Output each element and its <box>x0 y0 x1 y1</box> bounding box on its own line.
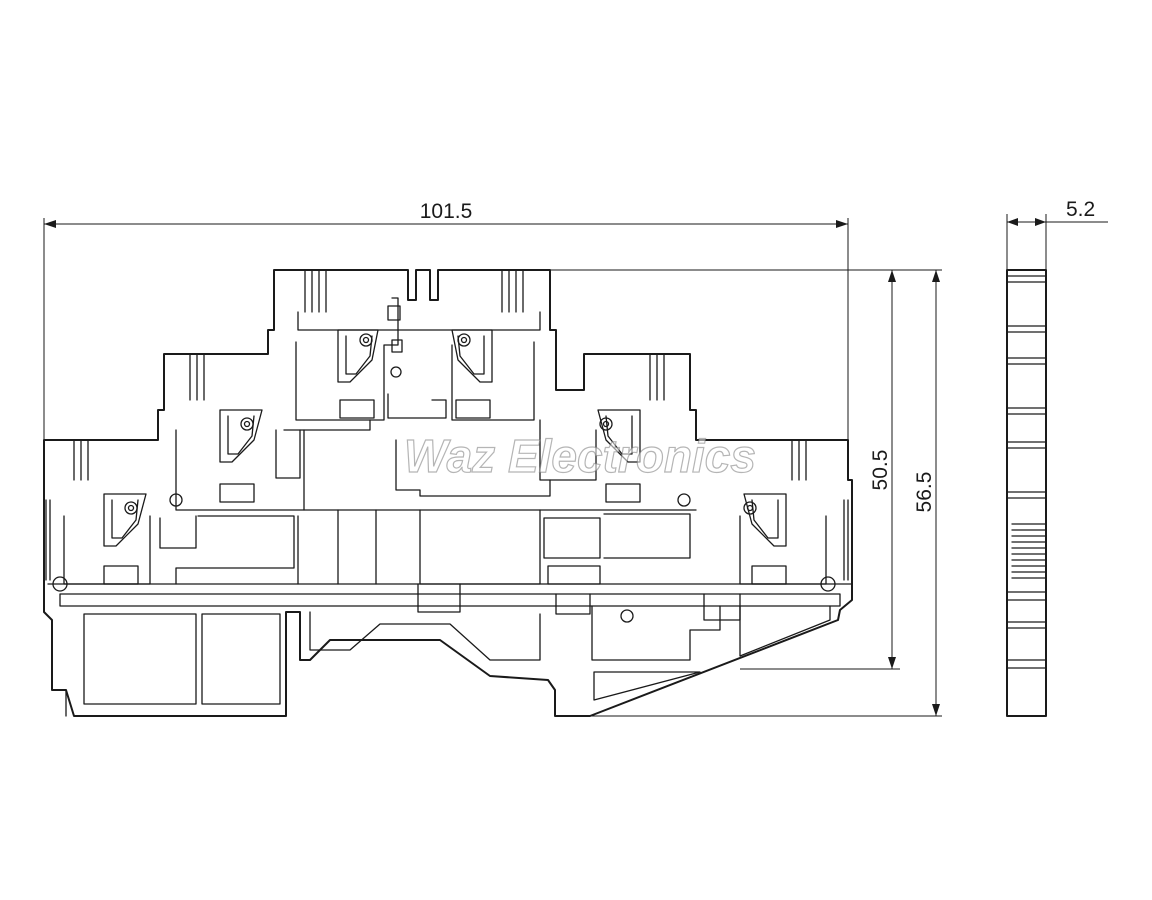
spring-clamp <box>103 493 147 585</box>
side-view-outline <box>1006 269 1047 717</box>
spring-clamp <box>451 329 493 419</box>
spring-clamp <box>597 409 641 503</box>
height-overall-dimension: 56.5 <box>590 269 942 717</box>
body-outline <box>43 269 853 717</box>
width-dimension: 101.5 <box>43 200 849 440</box>
front-view: Waz Electronics <box>43 269 853 717</box>
spring-clamp <box>743 493 787 585</box>
din-foot-left <box>83 613 197 705</box>
thickness-dimension-label: 5.2 <box>1066 198 1095 221</box>
watermark-text: Waz Electronics <box>404 430 756 482</box>
top-compartment <box>295 297 399 421</box>
height-overall-dimension-label: 56.5 <box>913 472 936 513</box>
width-dimension-label: 101.5 <box>420 200 473 223</box>
spring-clamp <box>219 409 263 503</box>
height-inner-dimension-label: 50.5 <box>869 450 892 491</box>
side-view <box>1006 269 1047 717</box>
thickness-dimension: 5.2 <box>1006 198 1108 270</box>
spring-clamp <box>337 329 379 419</box>
height-inner-dimension: 50.5 <box>550 269 900 670</box>
